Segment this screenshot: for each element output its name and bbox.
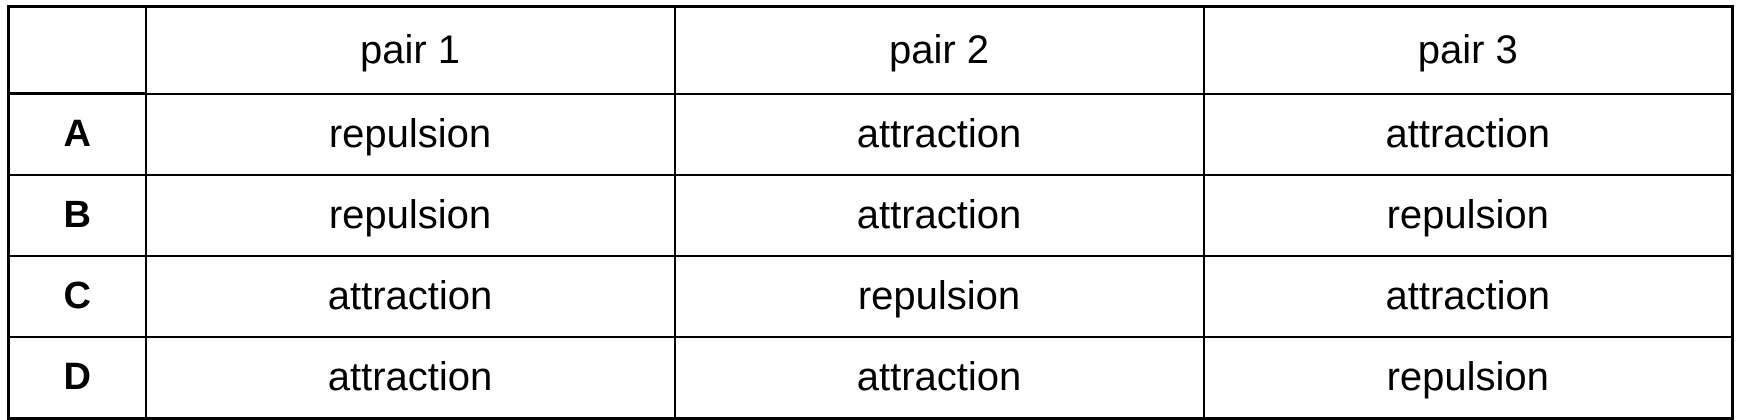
header-row: pair 1 pair 2 pair 3 [7,5,1734,95]
row-label-a: A [7,93,147,176]
table-row: D attraction attraction repulsion [7,336,1734,419]
cell-b-pair-2: attraction [673,174,1205,257]
answer-options-table-container: pair 1 pair 2 pair 3 A repulsion attract… [7,5,1734,420]
cell-a-pair-3: attraction [1202,93,1734,176]
cell-d-pair-3: repulsion [1202,336,1734,419]
header-corner-blank [7,5,147,95]
cell-c-pair-1: attraction [144,255,676,338]
cell-d-pair-1: attraction [144,336,676,419]
cell-b-pair-3: repulsion [1202,174,1734,257]
row-label-b: B [7,174,147,257]
table-row: C attraction repulsion attraction [7,255,1734,338]
column-header-pair-1: pair 1 [144,5,676,95]
cell-c-pair-2: repulsion [673,255,1205,338]
cell-b-pair-1: repulsion [144,174,676,257]
cell-a-pair-2: attraction [673,93,1205,176]
cell-a-pair-1: repulsion [144,93,676,176]
column-header-pair-3: pair 3 [1202,5,1734,95]
table-row: A repulsion attraction attraction [7,93,1734,176]
cell-c-pair-3: attraction [1202,255,1734,338]
table-body: A repulsion attraction attraction B repu… [7,93,1734,419]
row-label-c: C [7,255,147,338]
cell-d-pair-2: attraction [673,336,1205,419]
row-label-d: D [7,336,147,419]
answer-options-table: pair 1 pair 2 pair 3 A repulsion attract… [7,5,1734,420]
column-header-pair-2: pair 2 [673,5,1205,95]
table-row: B repulsion attraction repulsion [7,174,1734,257]
table-header: pair 1 pair 2 pair 3 [7,5,1734,95]
